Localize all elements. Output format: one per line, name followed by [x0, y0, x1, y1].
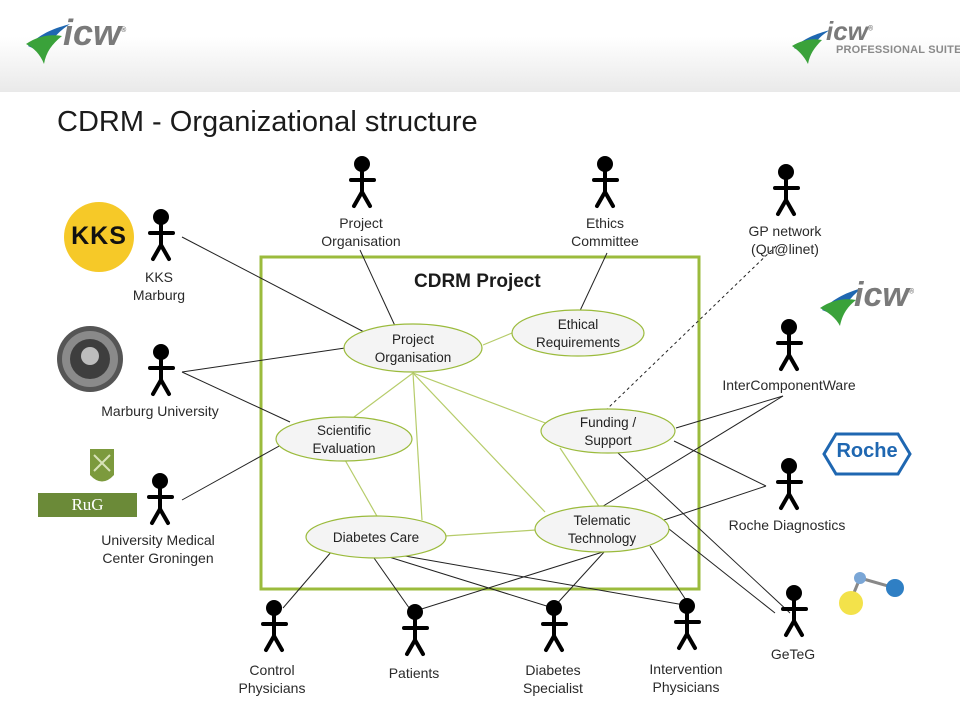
person-icon	[773, 164, 800, 216]
roche-logo	[822, 432, 912, 476]
person-icon	[781, 585, 808, 637]
node-project-organisation	[343, 323, 483, 373]
person-label-intervention-physicians: Intervention Physicians	[649, 661, 723, 695]
rug-logo-bar	[38, 493, 137, 517]
person-label-marburg-university: Marburg University	[101, 403, 219, 419]
rug-crest-logo	[90, 449, 114, 482]
kks-logo	[64, 202, 134, 272]
person-icons	[147, 156, 808, 656]
person-label-roche-diagnostics: Roche Diagnostics	[728, 517, 846, 533]
internal-connections	[344, 332, 601, 537]
person-icon	[541, 600, 568, 652]
person-icon	[147, 473, 174, 525]
node-ethical-requirements	[511, 309, 645, 357]
person-label-umc-groningen: University Medical Center Groningen	[101, 532, 215, 566]
person-icon	[402, 604, 429, 656]
process-nodes	[275, 309, 676, 559]
node-label-ethical-requirements: Ethical Requirements	[535, 317, 621, 350]
icw-wordmark-top-right: icw®	[826, 16, 873, 47]
icw-wordmark-right: icw®	[854, 276, 914, 315]
person-label-control-physicians: Control Physicians	[238, 662, 306, 696]
person-icon	[148, 209, 175, 261]
icw-brand-text: icw	[63, 12, 122, 53]
node-telematic-technology	[534, 505, 670, 553]
marburg-seal-logo	[57, 326, 123, 392]
icw-logo-right	[820, 288, 862, 326]
person-icon	[592, 156, 619, 208]
node-label-telematic-technology: Telematic Technology	[567, 513, 637, 546]
person-label-intercomponentware: InterComponentWare	[722, 377, 856, 393]
person-icon	[148, 344, 175, 396]
node-diabetes-care	[305, 515, 447, 559]
person-label-patients: Patients	[388, 665, 440, 681]
external-connections	[181, 236, 791, 614]
cdrm-project-frame	[259, 255, 701, 591]
geteg-molecule-logo	[839, 572, 904, 615]
icw-logo-top-right	[792, 30, 830, 64]
person-icon	[776, 319, 803, 371]
person-icon	[261, 600, 288, 652]
kks-logo-text: KKS	[71, 222, 127, 250]
registered-mark: ®	[908, 288, 914, 296]
icw-brand-text: icw	[854, 276, 909, 314]
roche-logo-text: Roche	[836, 440, 898, 462]
person-icon	[349, 156, 376, 208]
node-label-funding-support: Funding / Support	[579, 415, 637, 448]
person-label-project-organisation: Project Organisation	[321, 215, 401, 249]
icw-wordmark-top-left: icw®	[63, 12, 126, 54]
person-label-kks-marburg: KKS Marburg	[132, 269, 186, 303]
page-title: CDRM - Organizational structure	[57, 106, 478, 138]
icw-logo-top-left	[26, 24, 70, 64]
professional-suite-label: PROFESSIONAL SUITE	[836, 44, 960, 56]
registered-mark: ®	[121, 27, 127, 34]
person-label-diabetes-specialist: Diabetes Specialist	[523, 662, 583, 696]
person-label-geteg: GeTeG	[770, 646, 816, 662]
person-label-gp-network: GP network (Qu@linet)	[748, 223, 822, 257]
registered-mark: ®	[867, 25, 874, 33]
person-icon	[674, 598, 701, 650]
cdrm-project-label: CDRM Project	[414, 271, 541, 292]
rug-logo-text: RuG	[71, 495, 104, 514]
node-scientific-evaluation	[275, 416, 413, 462]
node-label-scientific-evaluation: Scientific Evaluation	[312, 423, 376, 456]
icw-brand-text: icw	[826, 16, 868, 46]
node-label-diabetes-care: Diabetes Care	[332, 530, 420, 545]
person-icon	[776, 458, 803, 510]
node-label-project-organisation: Project Organisation	[374, 332, 452, 365]
node-funding-support	[540, 408, 676, 454]
person-label-ethics-committee: Ethics Committee	[571, 215, 639, 249]
